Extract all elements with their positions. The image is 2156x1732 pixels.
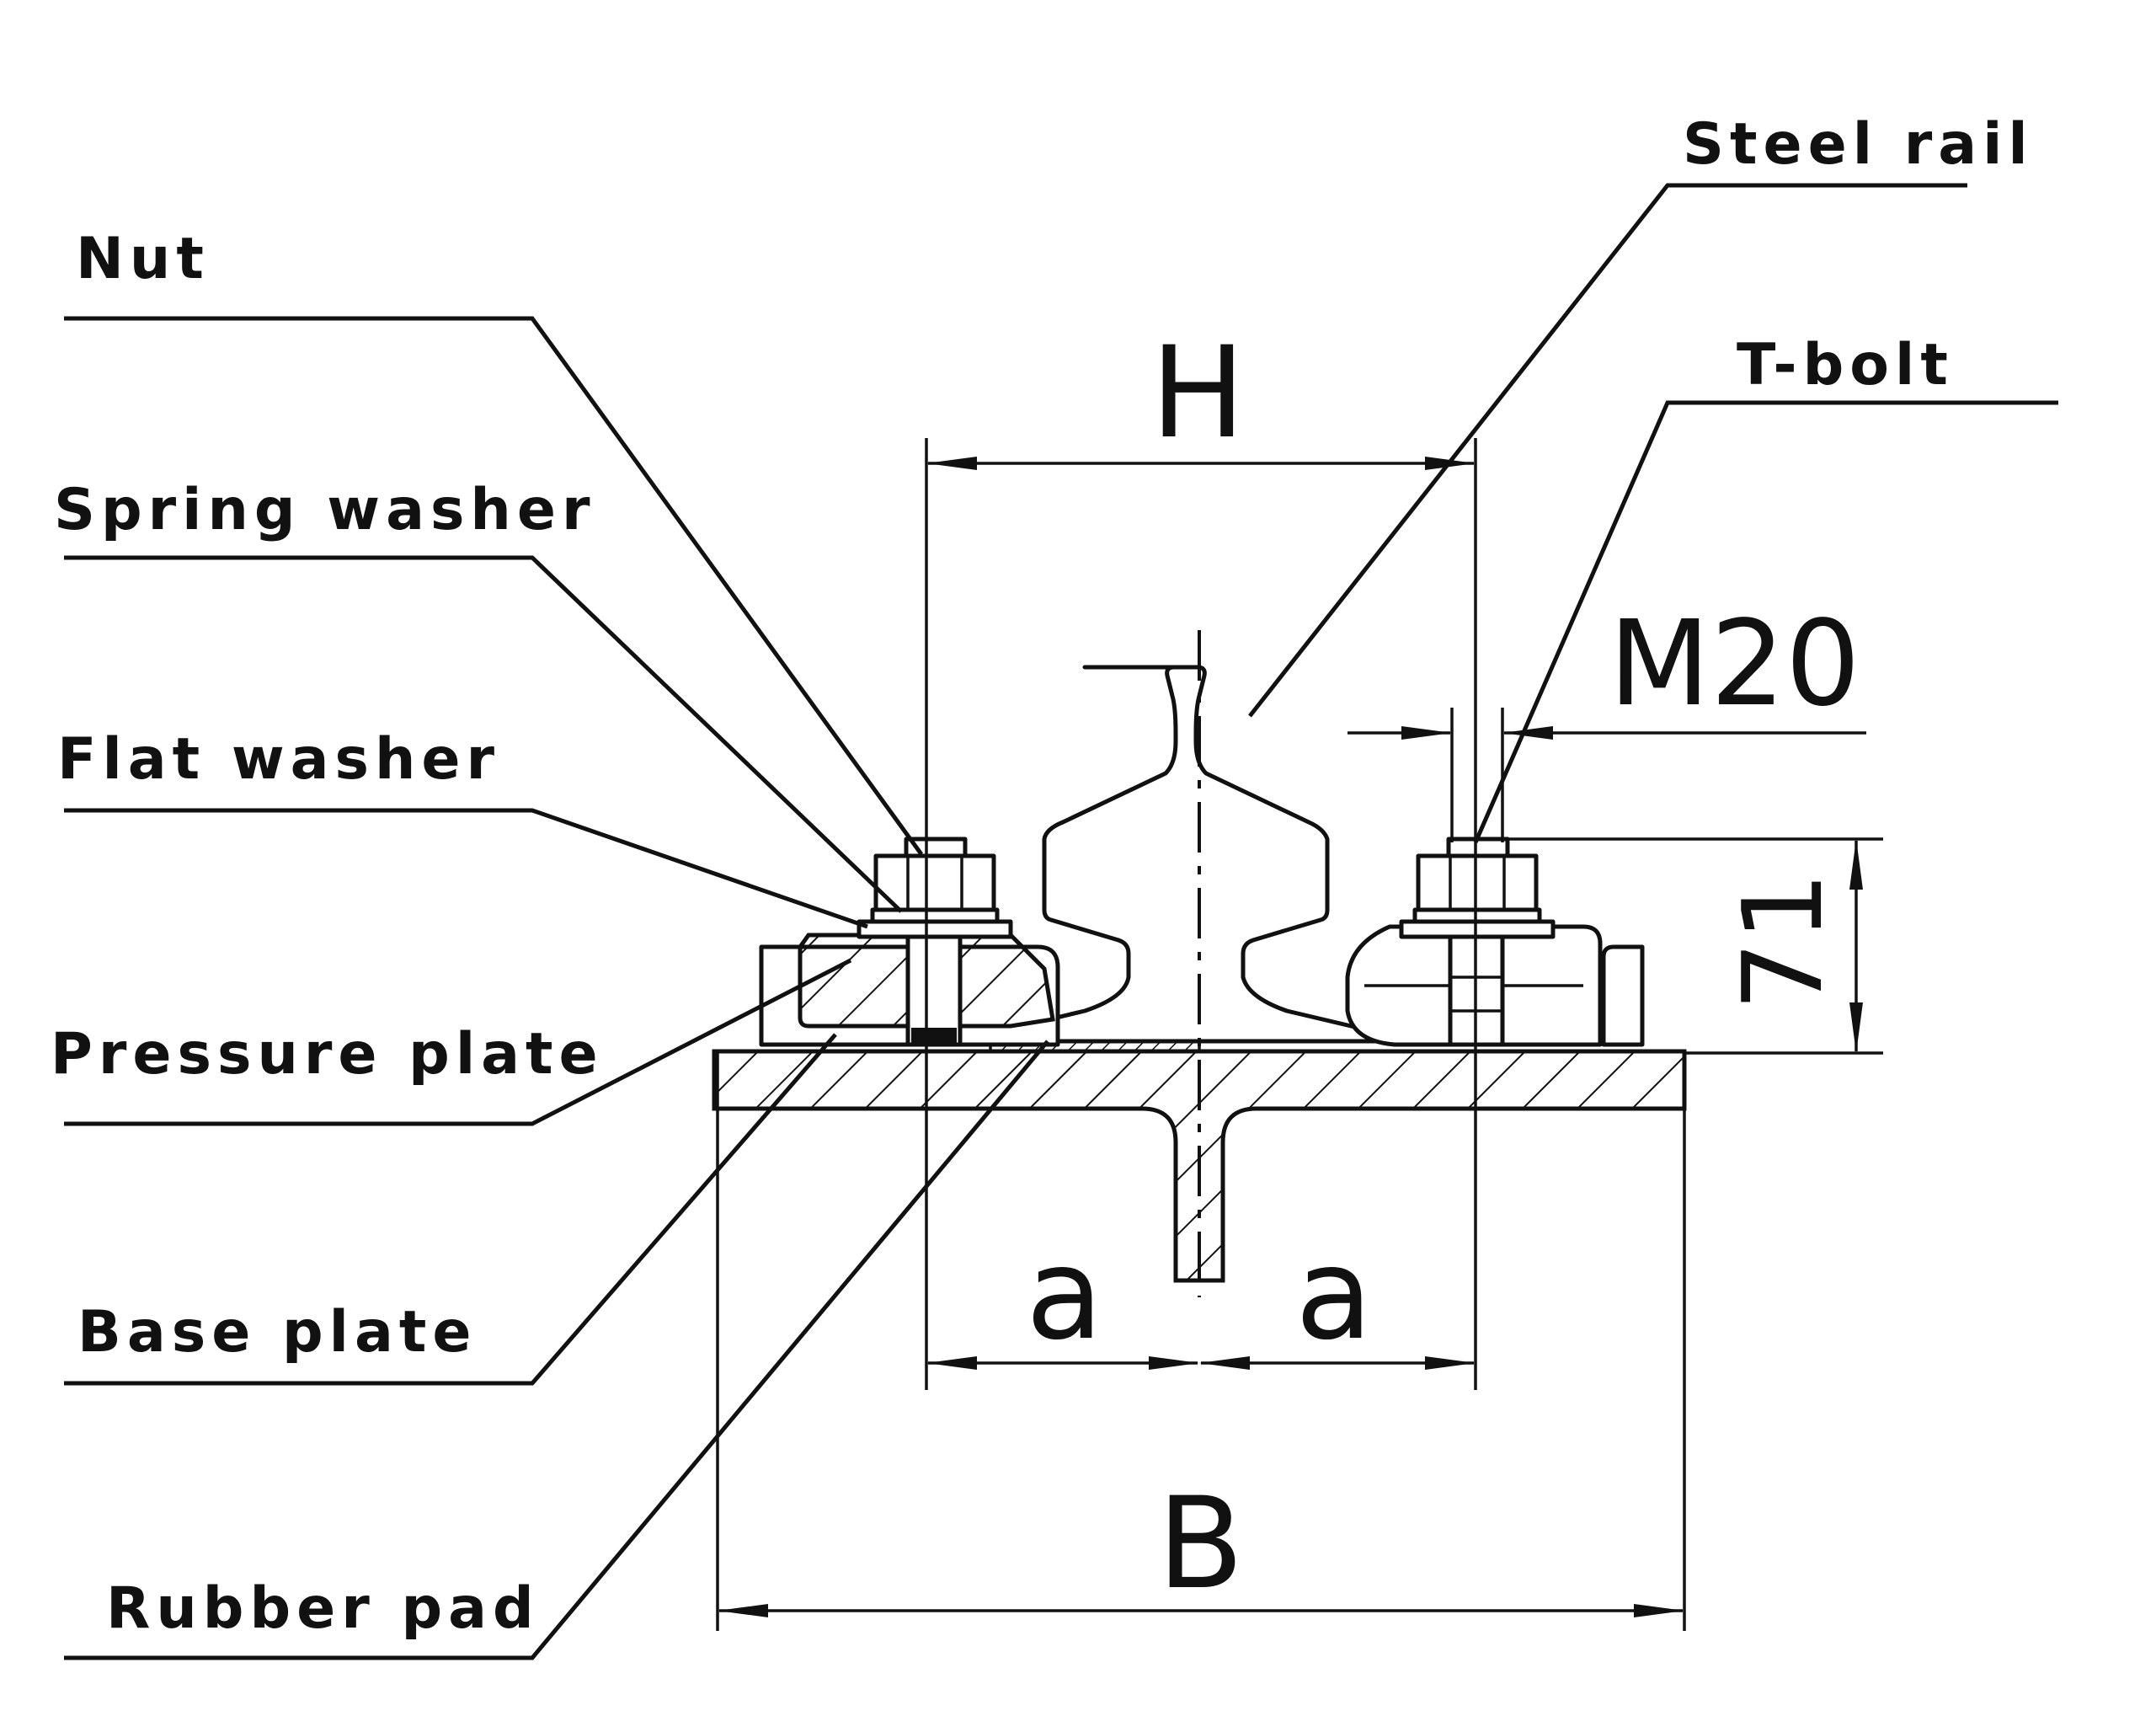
label-nut: Nut	[76, 226, 210, 292]
dim-label-a-left: a	[1026, 1221, 1103, 1368]
label-t-bolt: T-bolt	[1737, 332, 1954, 398]
leader-pressure-plate	[64, 958, 852, 1126]
left-clamp-assembly	[759, 837, 1060, 1047]
dim-label-b: B	[1157, 1471, 1244, 1617]
label-spring-washer: Spring washer	[54, 477, 596, 543]
label-pressure-plate: Pressure plate	[51, 1021, 604, 1088]
leader-lines	[64, 183, 2058, 1660]
steel-rail	[985, 665, 1386, 1044]
dim-label-71: 71	[1719, 872, 1847, 1011]
dimension-lines	[718, 457, 1866, 1617]
right-clamp-assembly	[1345, 837, 1645, 1047]
dim-label-h: H	[1150, 320, 1246, 467]
leader-nut	[64, 316, 924, 856]
dimension-labels: H M20 71 a a B	[1026, 320, 1860, 1617]
leader-steel-rail	[1248, 183, 1967, 718]
callout-labels: Nut Spring washer Flat washer Pressure p…	[51, 111, 2034, 1642]
leader-flat-washer	[64, 808, 868, 929]
label-steel-rail: Steel rail	[1683, 111, 2034, 178]
leader-spring-washer	[64, 555, 903, 913]
dim-label-a-right: a	[1295, 1221, 1373, 1368]
leader-t-bolt	[1473, 400, 2058, 844]
label-base-plate: Base plate	[77, 1299, 477, 1366]
dim-label-m20: M20	[1609, 596, 1860, 733]
extension-lines	[716, 438, 1883, 1631]
label-rubber-pad: Rubber pad	[106, 1575, 540, 1642]
leader-base-plate	[64, 1033, 837, 1386]
label-flat-washer: Flat washer	[57, 726, 500, 793]
leader-rubber-pad	[64, 1040, 1049, 1660]
